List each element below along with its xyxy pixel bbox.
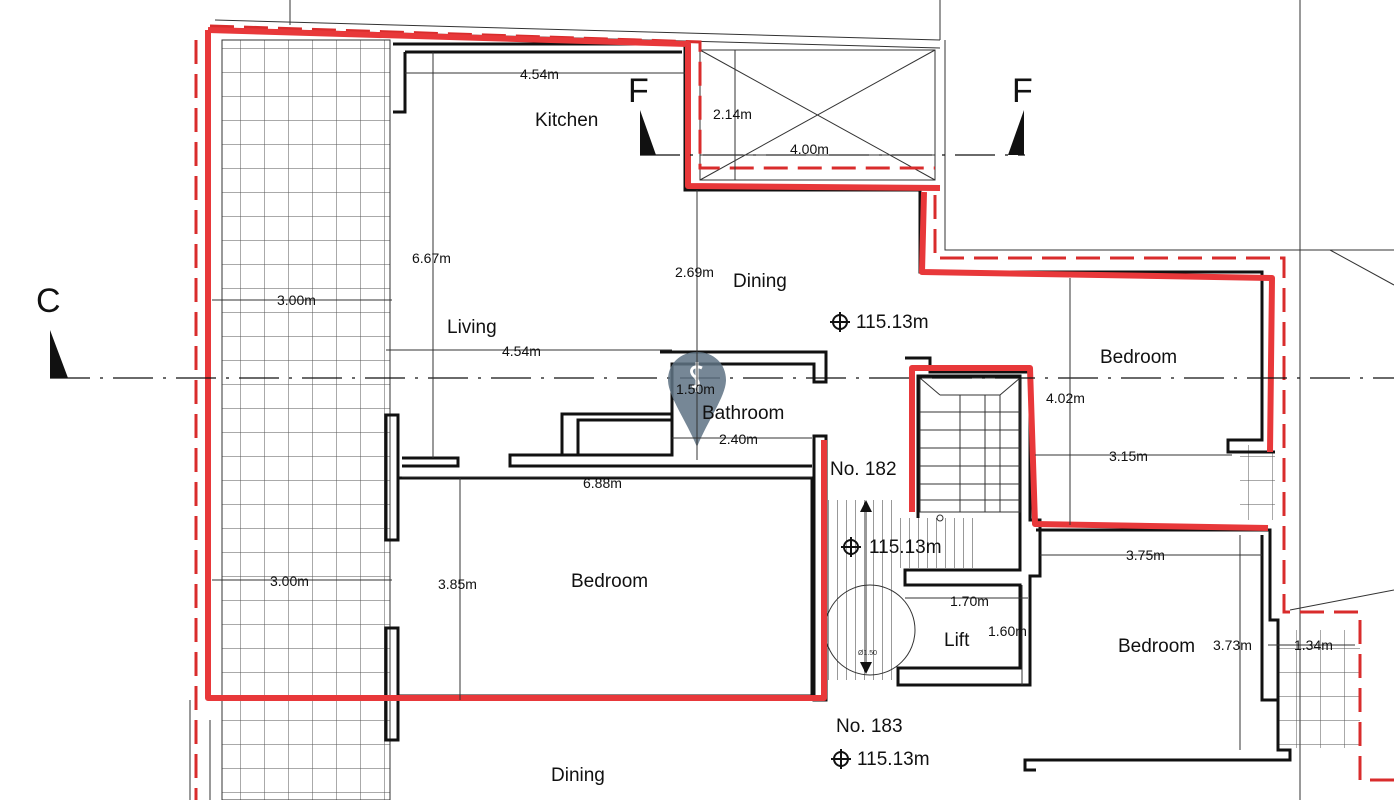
svg-text:1.70m: 1.70m — [950, 593, 989, 609]
svg-text:115.13m: 115.13m — [857, 749, 930, 770]
level-dining: 115.13m — [830, 312, 929, 333]
level-lower: 115.13m — [831, 749, 930, 770]
room-bedroom-main: Bedroom — [571, 571, 648, 592]
terrace-tiles — [221, 39, 391, 800]
svg-text:F: F — [628, 72, 649, 110]
level-landing: 115.13m — [841, 537, 942, 558]
room-kitchen: Kitchen — [535, 110, 598, 131]
balcony-tiles-top — [1240, 445, 1275, 520]
room-bathroom: Bathroom — [702, 403, 784, 424]
dimension-labels: 4.54m 2.14m 4.00m 6.67m 2.69m 3.00m 4.54… — [270, 66, 1333, 657]
svg-text:2.14m: 2.14m — [713, 106, 752, 122]
room-bedroom-right-top: Bedroom — [1100, 347, 1177, 368]
section-marker-f-right: F — [1008, 72, 1033, 155]
svg-text:1.60m: 1.60m — [988, 623, 1027, 639]
room-living: Living — [447, 317, 497, 338]
svg-text:2.40m: 2.40m — [719, 431, 758, 447]
staircase — [919, 377, 1021, 522]
svg-text:6.67m: 6.67m — [412, 250, 451, 266]
room-bedroom-right-bottom: Bedroom — [1118, 636, 1195, 657]
svg-text:3.00m: 3.00m — [270, 573, 309, 589]
balcony-tiles-bottom — [1278, 630, 1360, 748]
boundary-dashed — [194, 24, 1394, 800]
section-marker-f-left: F — [628, 72, 656, 155]
svg-text:6.88m: 6.88m — [583, 475, 622, 491]
svg-text:1.34m: 1.34m — [1294, 637, 1333, 653]
unit-no-183: No. 183 — [836, 716, 903, 737]
svg-text:3.15m: 3.15m — [1109, 448, 1148, 464]
room-lift: Lift — [944, 630, 970, 651]
room-dining: Dining — [733, 271, 787, 292]
svg-text:115.13m: 115.13m — [869, 537, 942, 558]
room-dining-lower: Dining — [551, 765, 605, 786]
svg-text:3.85m: 3.85m — [438, 576, 477, 592]
svg-text:F: F — [1012, 72, 1033, 110]
dimension-lines — [212, 50, 1355, 750]
svg-text:4.54m: 4.54m — [520, 66, 559, 82]
svg-text:3.00m: 3.00m — [277, 292, 316, 308]
landing-hatch-2 — [898, 518, 978, 568]
landing-hatch — [828, 500, 898, 680]
svg-text:4.00m: 4.00m — [790, 141, 829, 157]
boundary-red — [205, 27, 1275, 701]
svg-text:1.50m: 1.50m — [676, 381, 715, 397]
svg-text:2.69m: 2.69m — [675, 264, 714, 280]
svg-text:4.54m: 4.54m — [502, 343, 541, 359]
svg-text:4.02m: 4.02m — [1046, 390, 1085, 406]
arrow-up-icon — [860, 500, 872, 512]
svg-text:115.13m: 115.13m — [856, 312, 929, 333]
svg-text:3.75m: 3.75m — [1126, 547, 1165, 563]
section-marker-c: C — [36, 282, 68, 378]
svg-text:Ø1.50: Ø1.50 — [858, 650, 877, 657]
arrow-down-icon — [860, 662, 872, 674]
unit-no-182: No. 182 — [830, 459, 897, 480]
svg-text:3.73m: 3.73m — [1213, 637, 1252, 653]
svg-text:C: C — [36, 282, 61, 320]
